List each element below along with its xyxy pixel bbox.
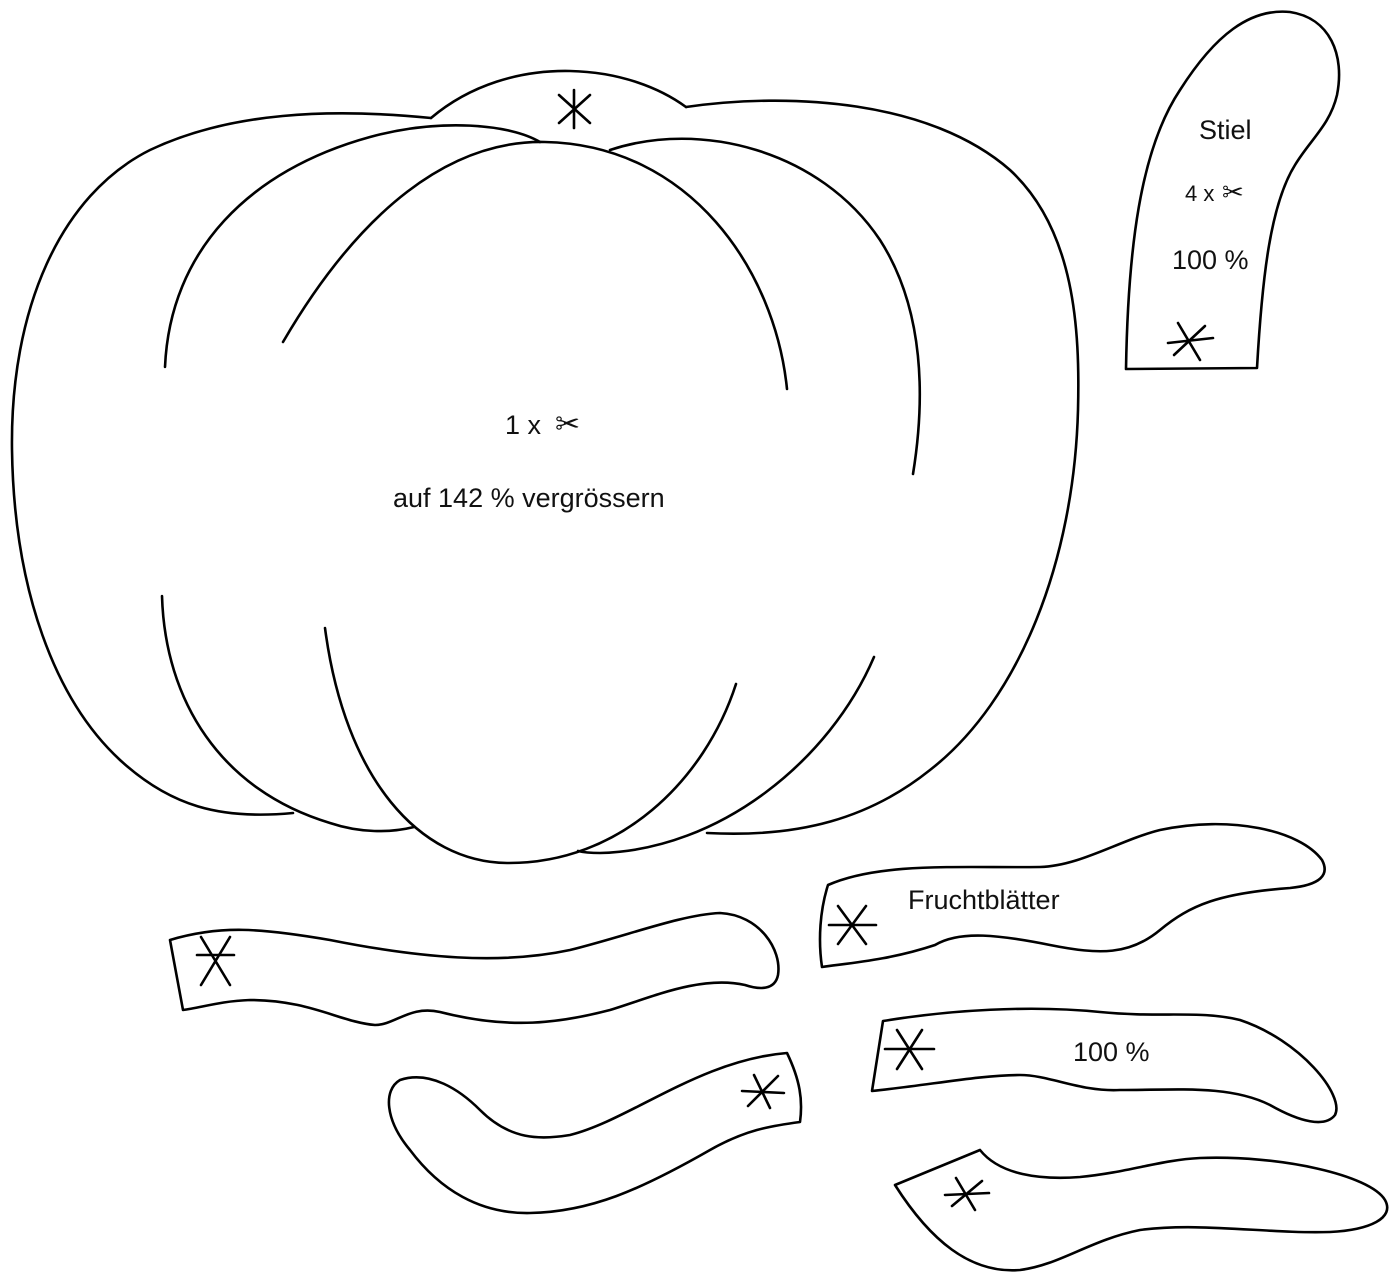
pumpkin-piece: 1 x ✂ auf 142 % vergrössern	[10, 69, 1080, 865]
pumpkin-center-lobe-bottom	[323, 626, 738, 865]
leaves-title: Fruchtblätter	[908, 885, 1060, 915]
leaf-3-glue-mark-icon	[827, 904, 878, 946]
pumpkin-right-inner-lobe	[608, 137, 922, 476]
leaves-group: Fruchtblätter 100 %	[168, 822, 1389, 1272]
leaf-piece-4	[870, 1007, 1338, 1124]
scissors-icon: ✂	[555, 407, 580, 442]
leaf-piece-3	[818, 822, 1326, 969]
leaf-5-glue-mark-icon	[943, 1176, 991, 1212]
scissors-icon: ✂	[1222, 178, 1244, 208]
pumpkin-right-outer-lobe	[684, 99, 1080, 835]
leaf-1-glue-mark-icon	[195, 935, 236, 987]
pumpkin-left-inner-lobe	[163, 124, 542, 369]
leaf-piece-2	[387, 1051, 803, 1215]
leaf-2-glue-mark-icon	[740, 1073, 786, 1110]
leaf-4-glue-mark-icon	[883, 1028, 936, 1071]
pumpkin-left-inner-lobe-bottom	[160, 594, 416, 833]
pumpkin-right-inner-lobe-bottom	[576, 655, 876, 855]
leaves-scale-label: 100 %	[1073, 1037, 1150, 1067]
leaf-piece-5	[893, 1148, 1389, 1272]
pumpkin-center-lobe	[281, 140, 789, 391]
stem-outline	[1124, 10, 1341, 371]
leaf-piece-1	[168, 911, 780, 1027]
stem-title: Stiel	[1199, 115, 1252, 145]
pumpkin-count-label: 1 x	[505, 410, 542, 440]
stem-glue-mark-icon	[1166, 321, 1215, 362]
pumpkin-glue-mark-icon	[557, 88, 592, 130]
pumpkin-enlarge-label: auf 142 % vergrössern	[393, 483, 665, 513]
stem-piece: Stiel 4 x ✂ 100 %	[1124, 10, 1341, 371]
stem-scale-label: 100 %	[1172, 245, 1249, 275]
stem-count-label: 4 x	[1185, 181, 1214, 206]
pumpkin-top-lobe	[429, 69, 688, 120]
pumpkin-left-outer-lobe	[10, 112, 433, 816]
